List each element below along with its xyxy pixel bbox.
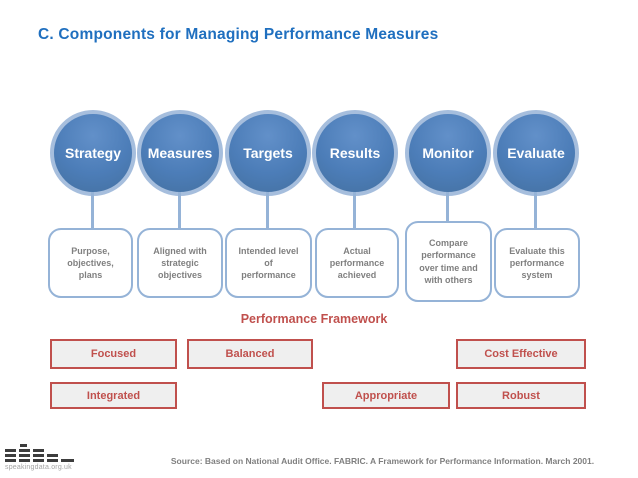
stage-description-evaluate: Evaluate this performance system <box>494 228 580 298</box>
logo-text: speakingdata.org.uk <box>5 464 72 471</box>
connector-line-evaluate <box>534 192 537 230</box>
connector-line-strategy <box>91 192 94 230</box>
stage-circle-targets: Targets <box>225 110 311 196</box>
connector-line-targets <box>266 192 269 230</box>
page-title: C. Components for Managing Performance M… <box>38 26 439 43</box>
framework-box-integrated: Integrated <box>50 382 177 409</box>
framework-heading: Performance Framework <box>240 312 388 326</box>
stage-circle-monitor: Monitor <box>405 110 491 196</box>
stage-description-strategy: Purpose, objectives, plans <box>48 228 133 298</box>
connector-line-results <box>353 192 356 230</box>
framework-box-cost-effective: Cost Effective <box>456 339 586 369</box>
framework-box-focused: Focused <box>50 339 177 369</box>
logo: speakingdata.org.uk <box>5 444 74 471</box>
stage-circle-results: Results <box>312 110 398 196</box>
stage-circle-evaluate: Evaluate <box>493 110 579 196</box>
framework-box-appropriate: Appropriate <box>322 382 450 409</box>
stage-circle-measures: Measures <box>137 110 223 196</box>
stage-description-monitor: Compare performance over time and with o… <box>405 221 492 302</box>
connector-line-monitor <box>446 192 449 230</box>
framework-box-robust: Robust <box>456 382 586 409</box>
source-note: Source: Based on National Audit Office. … <box>170 456 595 466</box>
framework-box-balanced: Balanced <box>187 339 313 369</box>
stage-description-results: Actual performance achieved <box>315 228 399 298</box>
stage-description-targets: Intended level of performance <box>225 228 312 298</box>
equalizer-bars-icon <box>5 444 74 462</box>
stage-description-measures: Aligned with strategic objectives <box>137 228 223 298</box>
stage-circle-strategy: Strategy <box>50 110 136 196</box>
connector-line-measures <box>178 192 181 230</box>
